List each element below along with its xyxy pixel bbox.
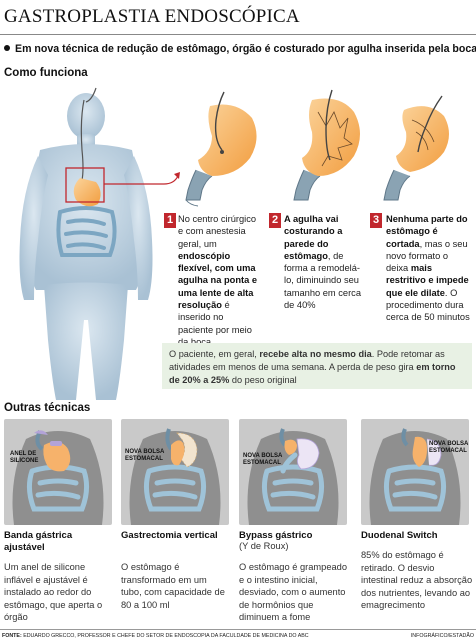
technique-3-label: NOVA BOLSA ESTOMACAL: [243, 453, 283, 466]
stomach-stage-1-illustration: [185, 91, 257, 207]
recovery-note: O paciente, em geral, recebe alta no mes…: [162, 343, 472, 389]
bullet-icon: [4, 45, 10, 51]
step-3-text-run: mais restritivo e impede que ele dilate: [386, 263, 469, 298]
technique-1-label: ANEL DE SILICONE: [10, 451, 39, 464]
technique-2-illustration: NOVA BOLSA ESTOMACAL: [121, 419, 229, 525]
technique-1-description: Um anel de silicone inflável e ajustável…: [4, 562, 103, 623]
credit-line: INFOGRÁFICO/ESTADÃO: [410, 633, 474, 639]
stomach-stage-2-illustration: [293, 89, 360, 201]
technique-1-illustration: ANEL DE SILICONE: [4, 419, 112, 525]
technique-4-label: NOVA BOLSA ESTOMACAL: [429, 441, 469, 454]
section-heading-other-techniques: Outras técnicas: [4, 402, 91, 414]
stomach-stage-3-illustration: [383, 95, 449, 201]
step-2-text-run: , de forma a remodelá-lo, diminuindo seu…: [284, 250, 361, 311]
step-3-number: 3: [370, 213, 382, 228]
technique-3-subtitle: (Y de Roux): [239, 541, 289, 551]
step-1-text-run: endoscópio flexível, com uma agulha na p…: [178, 250, 258, 311]
technique-3-description: O estômago é grampeado e o intestino ini…: [239, 562, 348, 623]
note-text-run: recebe alta no mesmo dia: [259, 349, 372, 359]
section-heading-how-it-works: Como funciona: [4, 67, 88, 79]
technique-4-illustration: NOVA BOLSA ESTOMACAL: [361, 419, 469, 525]
infographic-subtitle: Em nova técnica de redução de estômago, …: [4, 43, 476, 55]
footer-divider: [0, 629, 476, 630]
step-3-text: Nenhuma parte do estômago é cortada, mas…: [386, 213, 472, 324]
source-label: FONTE:: [2, 633, 22, 639]
step-3-text-run: . O procedimento dura cerca de 50 minuto…: [386, 287, 470, 323]
subtitle-text: Em nova técnica de redução de estômago, …: [15, 43, 476, 55]
step-2-text-run: A agulha vai costurando a parede do estô…: [284, 214, 343, 261]
infographic-title: GASTROPLASTIA ENDOSCÓPICA: [4, 6, 300, 27]
source-text: EDUARDO GRECCO, PROFESSOR E CHEFE DO SET…: [23, 633, 309, 639]
technique-4-description: 85% do estômago é retirado. O desvio int…: [361, 550, 473, 611]
source-line: FONTE: EDUARDO GRECCO, PROFESSOR E CHEFE…: [2, 633, 309, 639]
procedure-diagram: [19, 87, 449, 400]
technique-1-title: Banda gástrica ajustável: [4, 530, 73, 553]
step-3-text-run: Nenhuma parte do estômago é cortada: [386, 214, 468, 249]
step-1-text: No centro cirúrgico e com anestesia gera…: [178, 213, 260, 348]
step-3-text-run: , mas o seu novo formato o deixa: [386, 238, 468, 274]
step-2-text: A agulha vai costurando a parede do estô…: [284, 213, 366, 311]
step-2-number: 2: [269, 213, 281, 228]
stomach-highlight-box: [65, 167, 105, 203]
technique-2-label: NOVA BOLSA ESTOMACAL: [125, 449, 165, 462]
note-text-run: do peso original: [229, 375, 297, 385]
technique-2-description: O estômago é transformado em um tubo, co…: [121, 562, 225, 610]
note-text-run: O paciente, em geral,: [169, 349, 260, 359]
technique-3-illustration: NOVA BOLSA ESTOMACAL: [239, 419, 347, 525]
note-text-run: em torno de 20% a 25%: [169, 362, 456, 385]
step-1-text-run: No centro cirúrgico e com anestesia gera…: [178, 214, 257, 249]
human-body-illustration: [19, 87, 153, 400]
step-1-text-run: é inserido no paciente por meio da boca: [178, 300, 252, 347]
technique-4-title: Duodenal Switch: [361, 530, 438, 541]
technique-3-title: Bypass gástrico: [239, 530, 313, 541]
step-1-number: 1: [164, 213, 176, 228]
pointer-arrow: [104, 175, 179, 185]
title-divider: [0, 34, 476, 35]
technique-2-title: Gastrectomia vertical: [121, 530, 218, 541]
note-text-run: . Pode retomar as atividades em menos de…: [169, 349, 445, 372]
